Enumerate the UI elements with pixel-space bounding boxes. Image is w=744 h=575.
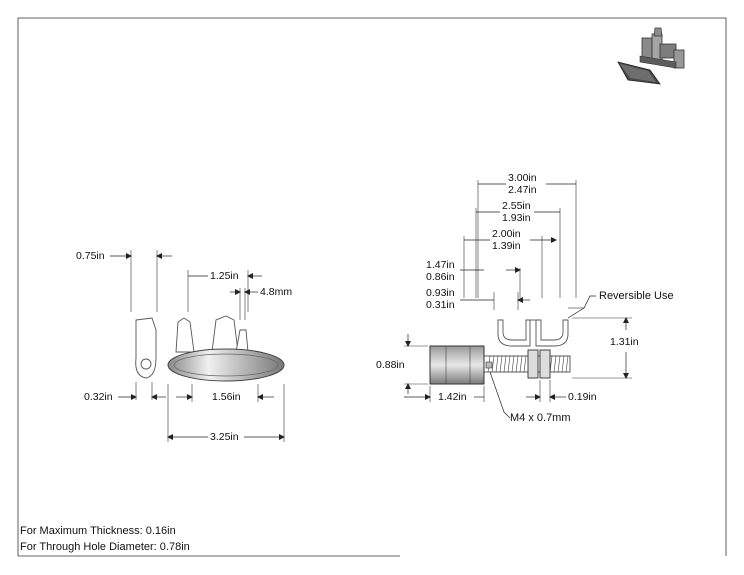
right-view <box>429 319 571 385</box>
dim-bottom-left: 0.32in <box>84 391 113 403</box>
dim-top-width: 0.75in <box>76 250 105 262</box>
dim-d5-top: 0.93in <box>426 287 455 299</box>
dim-d1-bottom: 2.47in <box>508 184 537 196</box>
dim-overall: 3.25in <box>210 431 239 443</box>
sheet-border <box>17 17 727 557</box>
dim-d5-bottom: 0.31in <box>426 299 455 311</box>
left-view-dimensions: 0.75in 1.25in 4.8mm 0.32in 1.56in 3.25in <box>76 250 292 443</box>
left-view <box>135 315 285 382</box>
dim-d2-bottom: 1.93in <box>502 212 531 224</box>
dim-d1-top: 3.00in <box>508 172 537 184</box>
dim-d2-top: 2.55in <box>502 200 531 212</box>
label-reversible: Reversible Use <box>599 290 674 302</box>
dim-nut-width: 0.19in <box>568 391 597 403</box>
dim-d3-top: 2.00in <box>492 228 521 240</box>
dim-length-body: 1.42in <box>438 391 467 403</box>
dim-d3-bottom: 1.39in <box>492 240 521 252</box>
dim-bottom-mid: 1.56in <box>212 391 241 403</box>
dim-height-right: 1.31in <box>610 336 639 348</box>
dim-d4-top: 1.47in <box>426 259 455 271</box>
notes: For Maximum Thickness: 0.16in For Throug… <box>20 525 190 553</box>
note-max-thickness: For Maximum Thickness: 0.16in <box>20 525 176 537</box>
note-through-hole: For Through Hole Diameter: 0.78in <box>20 541 190 553</box>
dim-height-left: 0.88in <box>376 359 405 371</box>
isometric-thumbnail <box>617 27 685 85</box>
right-view-dimensions: 3.00in 2.47in 2.55in 1.93in 2.00in 1.39i… <box>376 172 674 424</box>
dim-d4-bottom: 0.86in <box>426 271 455 283</box>
dim-slot: 4.8mm <box>260 286 292 298</box>
dim-mid-width: 1.25in <box>210 270 239 282</box>
label-thread: M4 x 0.7mm <box>510 412 571 424</box>
